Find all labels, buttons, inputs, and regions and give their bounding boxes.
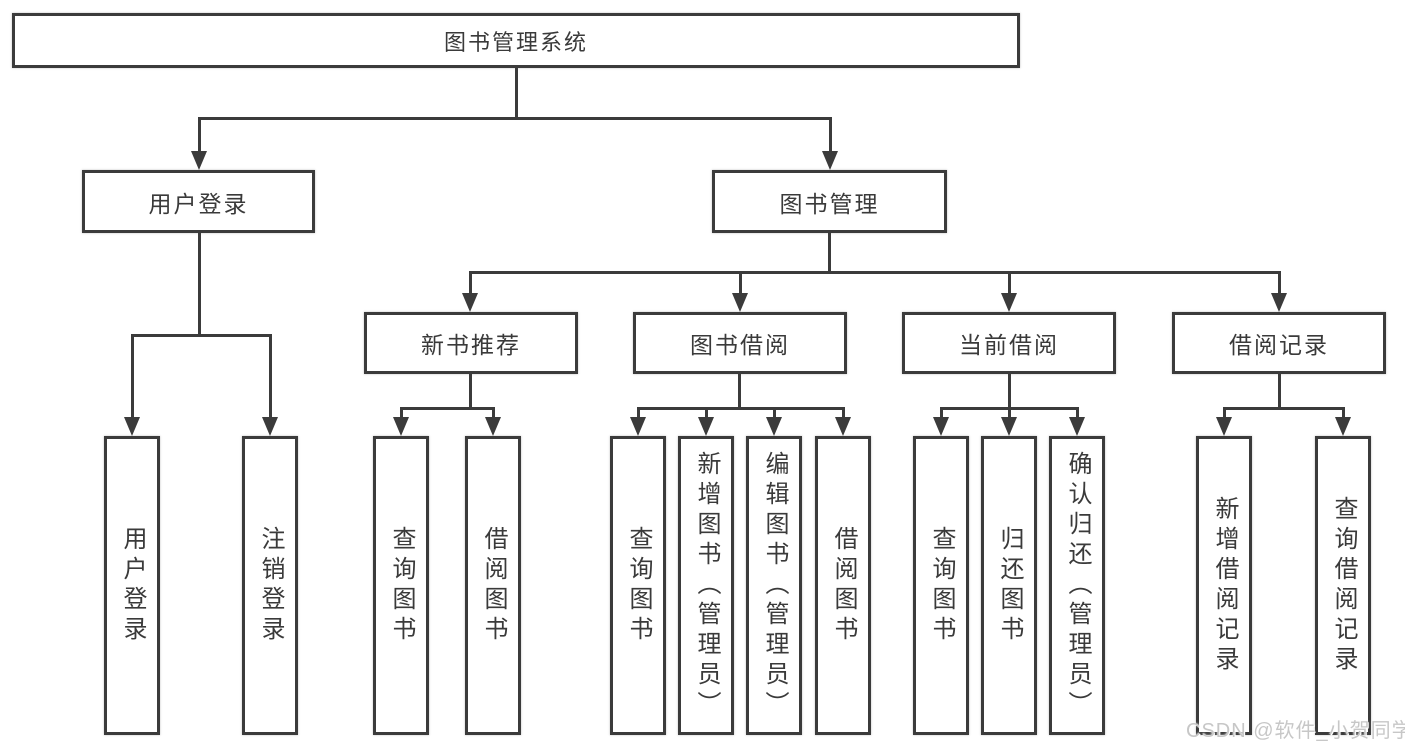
node-book-management: 图书管理 xyxy=(712,170,947,233)
leaf-query-borrow-record: 查询借阅记录 xyxy=(1315,436,1371,735)
node-label: 编辑图书（管理员） xyxy=(761,450,788,721)
node-label: 查询借阅记录 xyxy=(1330,495,1357,676)
connector-arrowhead xyxy=(835,417,851,436)
leaf-borrow-books-borrowing: 借阅图书 xyxy=(815,436,871,735)
connector-line xyxy=(469,271,1281,274)
connector-line xyxy=(515,68,518,118)
leaf-query-books-borrowing: 查询图书 xyxy=(610,436,666,735)
node-label: 归还图书 xyxy=(996,525,1023,646)
node-label: 当前借阅 xyxy=(959,332,1059,358)
connector-arrowhead xyxy=(191,151,207,170)
connector-arrowhead xyxy=(1001,293,1017,312)
connector-line xyxy=(705,407,708,419)
connector-line xyxy=(1008,407,1011,419)
node-new-book-recommend: 新书推荐 xyxy=(364,312,578,374)
connector-arrowhead xyxy=(393,417,409,436)
connector-line xyxy=(842,407,845,419)
node-label: 查询图书 xyxy=(928,525,955,646)
connector-line xyxy=(1008,374,1011,410)
connector-arrowhead xyxy=(462,293,478,312)
leaf-edit-books-admin: 编辑图书（管理员） xyxy=(746,436,802,735)
connector-line xyxy=(1223,407,1226,419)
connector-line xyxy=(198,117,201,153)
node-label: 借阅图书 xyxy=(480,525,507,646)
leaf-return-books: 归还图书 xyxy=(981,436,1037,735)
connector-line xyxy=(469,271,472,295)
connector-line xyxy=(1278,271,1281,295)
leaf-logout-login: 注销登录 xyxy=(242,436,298,735)
connector-line xyxy=(773,407,776,419)
node-label: 用户登录 xyxy=(119,525,146,646)
node-library-system: 图书管理系统 xyxy=(12,13,1020,68)
leaf-user-login: 用户登录 xyxy=(104,436,160,735)
connector-line xyxy=(1342,407,1345,419)
leaf-add-borrow-record: 新增借阅记录 xyxy=(1196,436,1252,735)
connector-line xyxy=(400,407,494,410)
connector-arrowhead xyxy=(1001,417,1017,436)
connector-arrowhead xyxy=(1069,417,1085,436)
node-label: 注销登录 xyxy=(257,525,284,646)
connector-line xyxy=(198,233,201,336)
node-label: 确认归还（管理员） xyxy=(1064,450,1091,721)
node-book-borrowing: 图书借阅 xyxy=(633,312,847,374)
connector-arrowhead xyxy=(822,151,838,170)
connector-line xyxy=(1223,407,1345,410)
connector-arrowhead xyxy=(262,417,278,436)
node-label: 查询图书 xyxy=(388,525,415,646)
node-label: 查询图书 xyxy=(625,525,652,646)
connector-line xyxy=(738,374,741,410)
connector-arrowhead xyxy=(630,417,646,436)
node-label: 图书管理系统 xyxy=(443,29,588,55)
connector-arrowhead xyxy=(698,417,714,436)
connector-arrowhead xyxy=(485,417,501,436)
connector-line xyxy=(828,233,831,274)
connector-line xyxy=(1278,374,1281,410)
node-borrow-records: 借阅记录 xyxy=(1172,312,1386,374)
node-label: 新书推荐 xyxy=(421,332,521,358)
node-user-login: 用户登录 xyxy=(82,170,315,233)
connector-arrowhead xyxy=(1216,417,1232,436)
connector-arrowhead xyxy=(933,417,949,436)
connector-line xyxy=(739,271,742,295)
connector-line xyxy=(131,334,272,337)
connector-line xyxy=(940,407,943,419)
node-label: 图书借阅 xyxy=(690,332,790,358)
connector-arrowhead xyxy=(766,417,782,436)
connector-line xyxy=(400,407,403,419)
node-label: 借阅图书 xyxy=(830,525,857,646)
connector-line xyxy=(269,334,272,418)
node-label: 图书管理 xyxy=(779,190,880,217)
node-label: 新增借阅记录 xyxy=(1211,495,1238,676)
connector-line xyxy=(198,117,831,120)
connector-arrowhead xyxy=(1271,293,1287,312)
connector-line xyxy=(492,407,495,419)
leaf-borrow-books-recommend: 借阅图书 xyxy=(465,436,521,735)
leaf-confirm-return-admin: 确认归还（管理员） xyxy=(1049,436,1105,735)
connector-line xyxy=(469,374,472,410)
connector-line xyxy=(829,117,832,153)
leaf-query-books-current: 查询图书 xyxy=(913,436,969,735)
node-label: 新增图书（管理员） xyxy=(693,450,720,721)
connector-arrowhead xyxy=(1335,417,1351,436)
connector-line xyxy=(1076,407,1079,419)
connector-line xyxy=(1008,271,1011,295)
leaf-add-books-admin: 新增图书（管理员） xyxy=(678,436,734,735)
node-label: 用户登录 xyxy=(148,190,249,217)
connector-arrowhead xyxy=(124,417,140,436)
watermark: CSDN @软件_小贺同学 xyxy=(1186,720,1405,742)
leaf-query-books-recommend: 查询图书 xyxy=(373,436,429,735)
connector-line xyxy=(637,407,845,410)
node-current-borrowing: 当前借阅 xyxy=(902,312,1116,374)
connector-arrowhead xyxy=(732,293,748,312)
node-label: 借阅记录 xyxy=(1229,332,1329,358)
connector-line xyxy=(131,334,134,418)
connector-line xyxy=(637,407,640,419)
